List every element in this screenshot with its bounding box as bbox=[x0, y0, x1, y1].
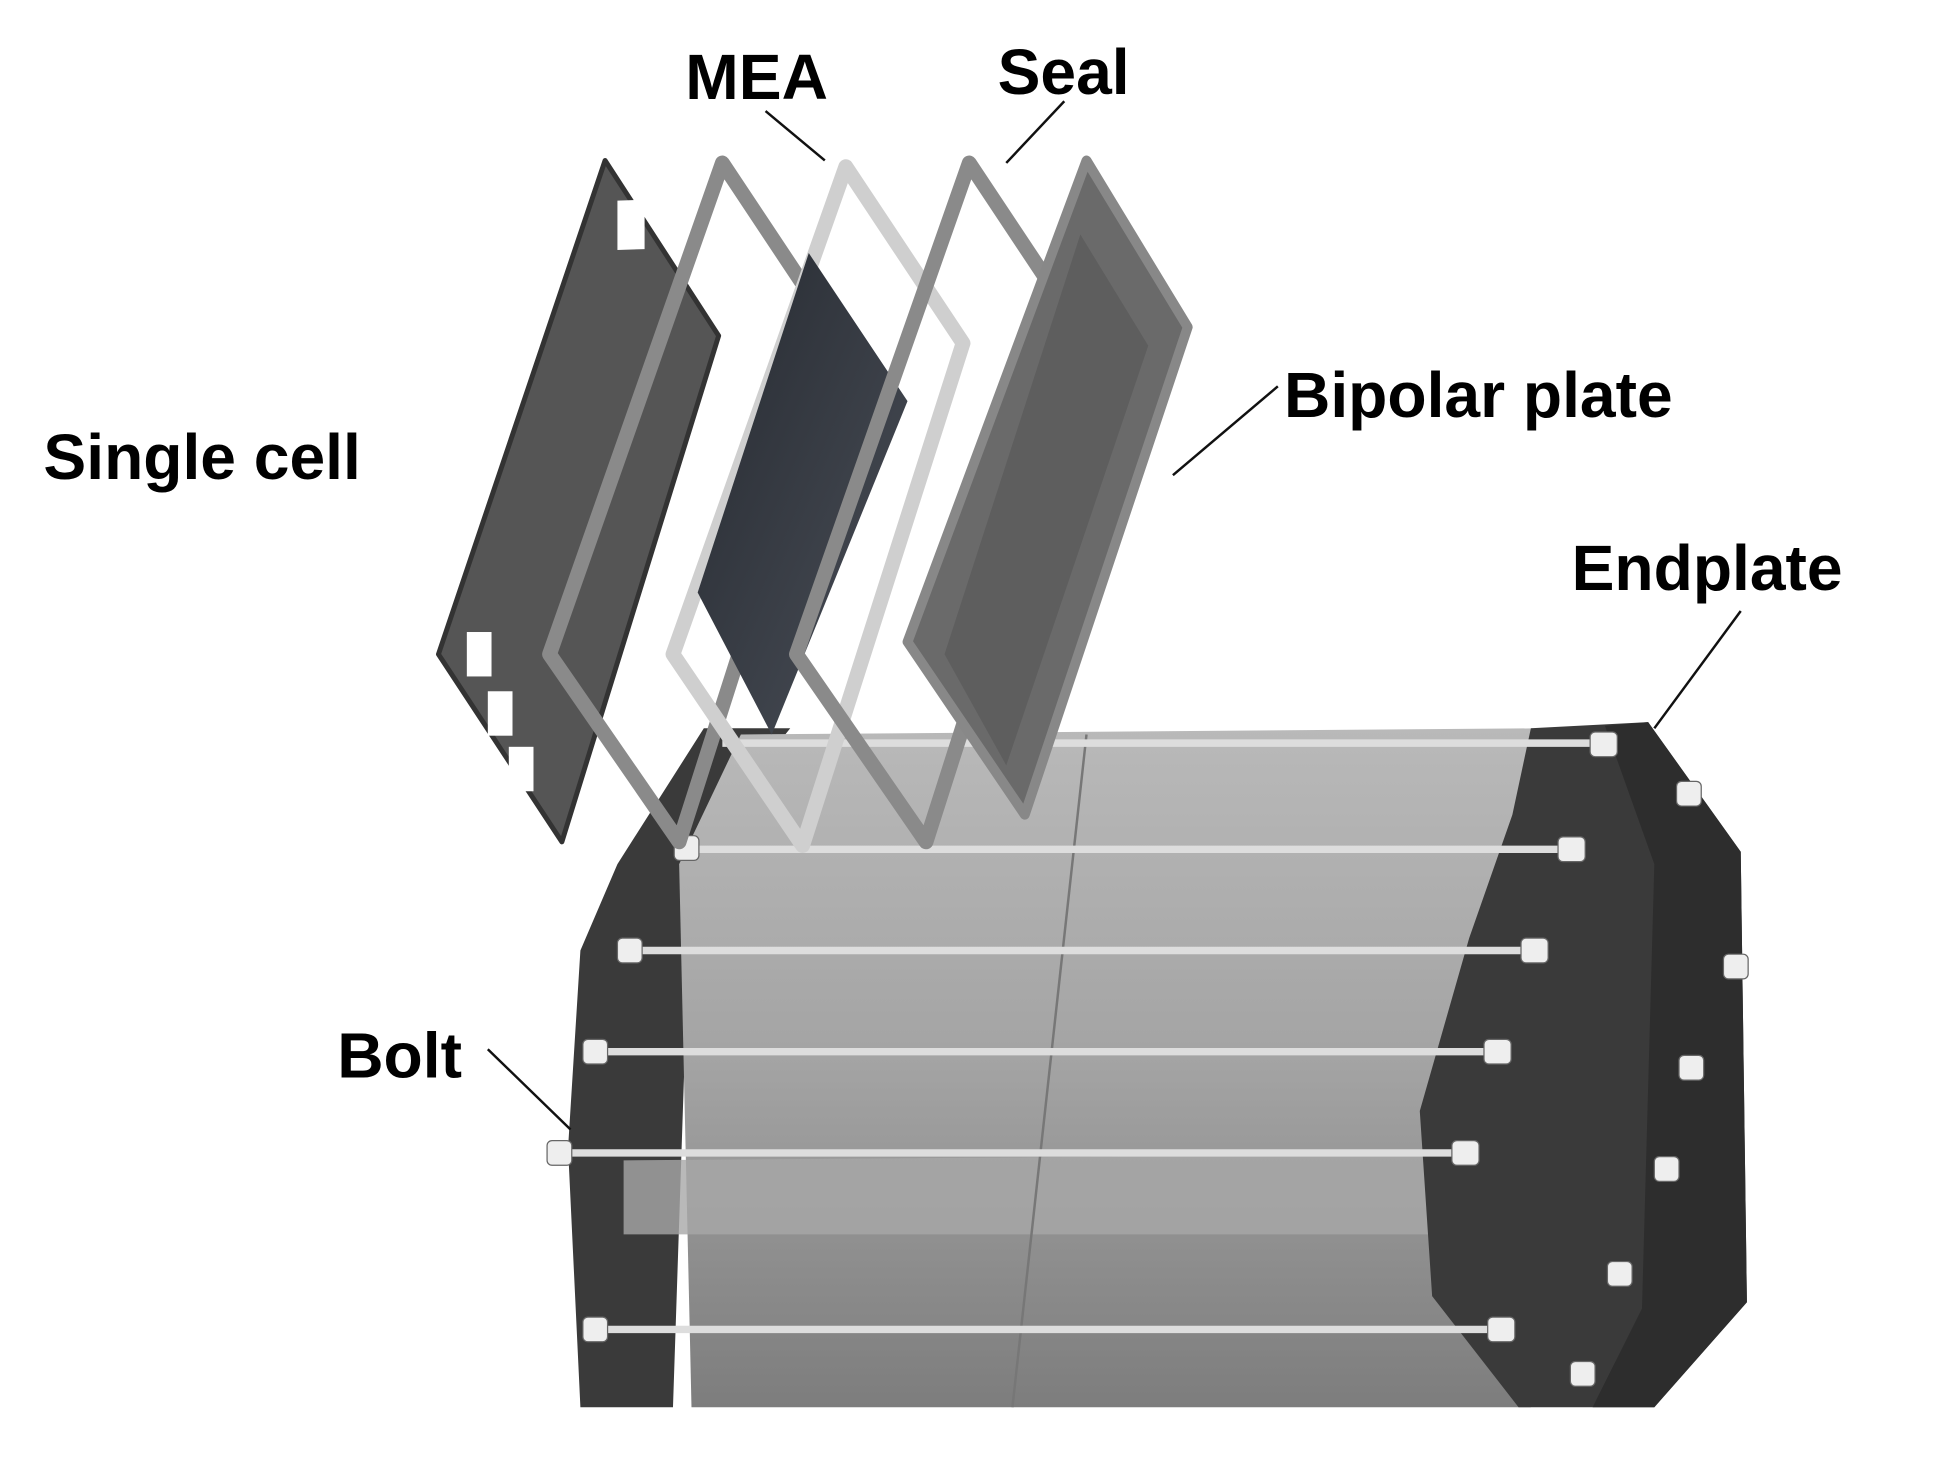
label-seal: Seal bbox=[998, 36, 1130, 108]
label-bipolar-plate: Bipolar plate bbox=[1284, 359, 1673, 431]
right-endplate-face bbox=[1592, 722, 1747, 1408]
stack-body bbox=[679, 728, 1544, 1408]
left-endplate bbox=[568, 728, 791, 1408]
bolts bbox=[546, 731, 1749, 1387]
stack-body-lower bbox=[623, 1154, 1445, 1235]
label-endplate: Endplate bbox=[1572, 532, 1843, 604]
single-cell-exploded bbox=[435, 155, 1193, 853]
stack bbox=[568, 722, 1747, 1408]
bipolar-plate-left bbox=[435, 158, 722, 845]
bolt bbox=[582, 1038, 1512, 1065]
label-mea: MEA bbox=[685, 41, 828, 113]
bolt bbox=[546, 1139, 1480, 1166]
label-bolt: Bolt bbox=[337, 1020, 462, 1092]
leader-lines bbox=[486, 100, 1742, 1131]
bolt bbox=[616, 937, 1549, 964]
endplate-bolt-heads bbox=[1569, 780, 1749, 1387]
label-single-cell: Single cell bbox=[43, 421, 360, 493]
bipolar-plate-right bbox=[902, 155, 1193, 820]
bolt bbox=[582, 1316, 1516, 1343]
bolt bbox=[722, 731, 1618, 758]
